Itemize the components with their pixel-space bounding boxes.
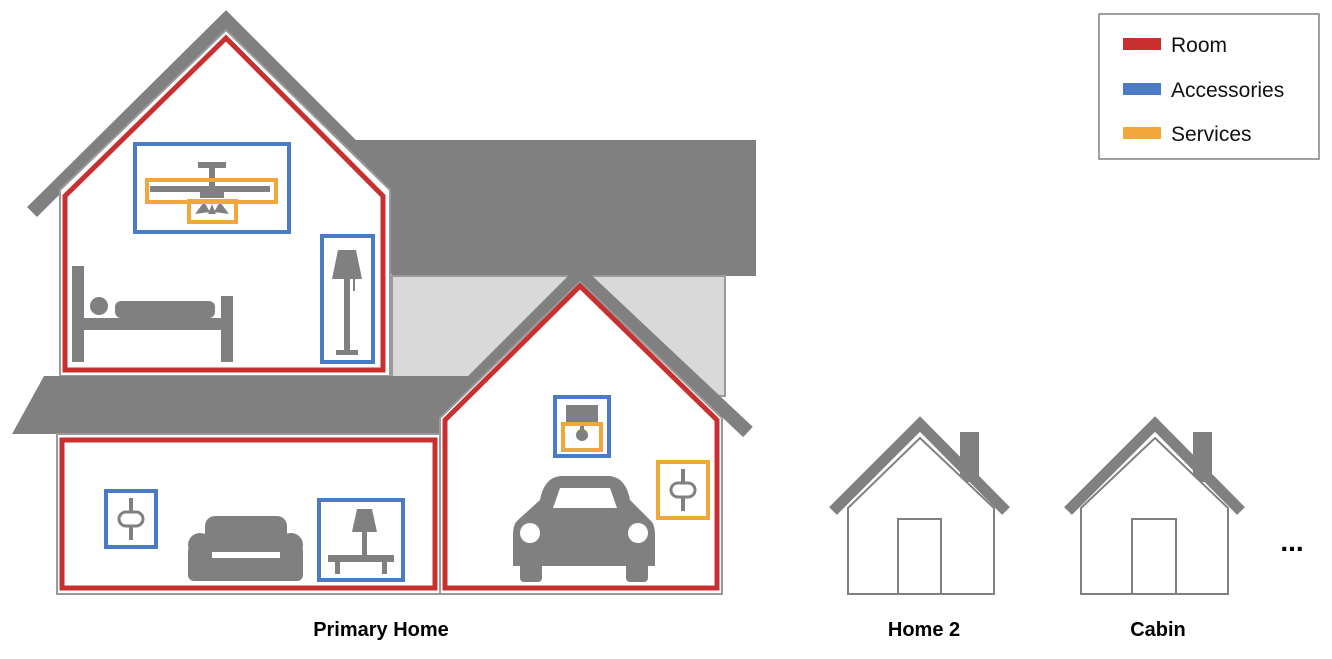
room-garage [442,282,720,591]
ceiling-fan-icon [150,162,270,214]
accessory-garage-door-opener [553,395,611,458]
legend-item-accessories: Accessories [1123,79,1284,102]
house-outline-icon [1064,416,1245,595]
legend-label-accessories: Accessories [1171,79,1284,102]
primary-home-label: Primary Home [313,619,449,641]
table-lamp-icon [328,509,394,574]
legend-item-room: Room [1123,34,1227,57]
accessory-ceiling-fan [133,142,291,234]
cabin-label: Cabin [1130,619,1186,641]
house-outline-icon [829,416,1010,595]
room-living [59,437,438,591]
switch-icon [117,498,145,540]
garage-door-opener-icon [566,405,598,441]
legend-swatch-services [1123,127,1161,139]
floor-lamp-icon [332,250,362,355]
home-2-label: Home 2 [888,619,960,641]
cabin: Cabin [1064,416,1245,641]
garage-roof [439,264,753,438]
service-garage-light [561,422,603,452]
middle-roof [12,376,476,434]
legend-item-services: Services [1123,123,1252,146]
sofa-icon [188,516,303,581]
legend-label-services: Services [1171,123,1252,146]
upper-roof [27,10,401,217]
legend-label-room: Room [1171,34,1227,57]
back-roof [340,140,756,276]
more-homes-ellipsis: ... [1280,526,1303,557]
car-icon [513,476,655,582]
legend-swatch-accessories [1123,83,1161,95]
legend: Room Accessories Services [1098,13,1320,160]
bed-icon [72,266,233,362]
room-bedroom [62,34,386,373]
service-light [187,199,238,224]
switch-icon [669,469,697,511]
accessory-switch-living [104,489,158,549]
home-2: Home 2 [829,416,1010,641]
primary-home: Primary Home [12,10,756,641]
service-garage-switch [656,460,710,520]
legend-swatch-room [1123,38,1161,50]
accessory-table-lamp [317,498,405,582]
accessory-floor-lamp [320,234,375,364]
